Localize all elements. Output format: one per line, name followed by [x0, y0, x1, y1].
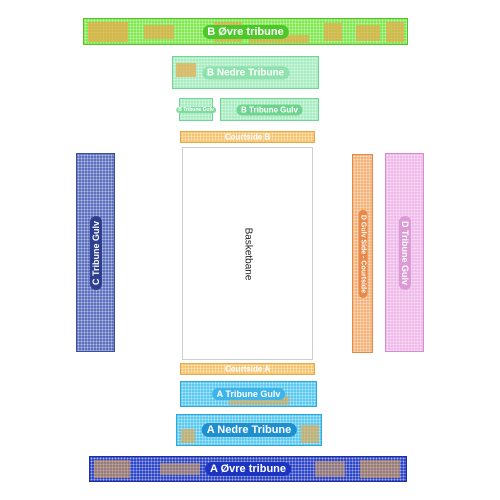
section-b-nedre-tribune[interactable]: B Nedre Tribune [172, 56, 319, 89]
section-b-tribune-gulv-left[interactable]: B Tribune Gulv [176, 98, 216, 121]
section-c-tribune-gulv[interactable]: C Tribune Gulv [76, 153, 115, 352]
section-label: B Tribune Gulv [236, 104, 303, 115]
section-b-tribune-gulv[interactable]: B Tribune Gulv [220, 98, 319, 121]
section-courtside-a[interactable]: Courtside A [180, 363, 315, 375]
section-a-tribune-gulv[interactable]: A Tribune Gulv [180, 381, 317, 407]
section-label: Courtside B [224, 132, 271, 142]
section-b-ovre-tribune[interactable]: B Øvre tribune [83, 18, 408, 45]
seat-block [214, 22, 242, 42]
section-label: D Tribune Gulv [398, 215, 411, 290]
section-label: A Nedre Tribune [201, 423, 297, 437]
seat-block [160, 463, 200, 475]
section-a-nedre-tribune[interactable]: A Nedre Tribune [176, 414, 322, 446]
section-label: B Nedre Tribune [201, 66, 290, 79]
seat-block [324, 23, 342, 41]
seat-block [356, 25, 380, 41]
seat-block [360, 460, 400, 478]
section-label: Courtside A [224, 364, 271, 374]
basketball-court: Basketbane [182, 147, 313, 360]
section-label: D Gulv Side - Courtside [358, 209, 367, 298]
court-label: Basketbane [242, 227, 253, 280]
seat-block [229, 396, 289, 405]
seat-block [249, 35, 309, 43]
section-label: A Øvre tribune [205, 462, 291, 476]
seat-block [301, 425, 319, 443]
seat-block [315, 461, 345, 477]
section-label: B Tribune Gulv [176, 106, 216, 113]
seat-block [94, 460, 130, 478]
seat-block [181, 429, 195, 443]
section-courtside-b[interactable]: Courtside B [180, 131, 315, 143]
seat-block [144, 25, 174, 39]
seat-block [386, 22, 404, 42]
seat-block [88, 22, 128, 42]
section-d-gulv-side-courtside[interactable]: D Gulv Side - Courtside [352, 154, 373, 353]
section-d-tribune-gulv[interactable]: D Tribune Gulv [385, 153, 424, 352]
section-label: C Tribune Gulv [89, 215, 102, 290]
section-a-ovre-tribune[interactable]: A Øvre tribune [89, 456, 407, 482]
seat-block [176, 63, 196, 77]
